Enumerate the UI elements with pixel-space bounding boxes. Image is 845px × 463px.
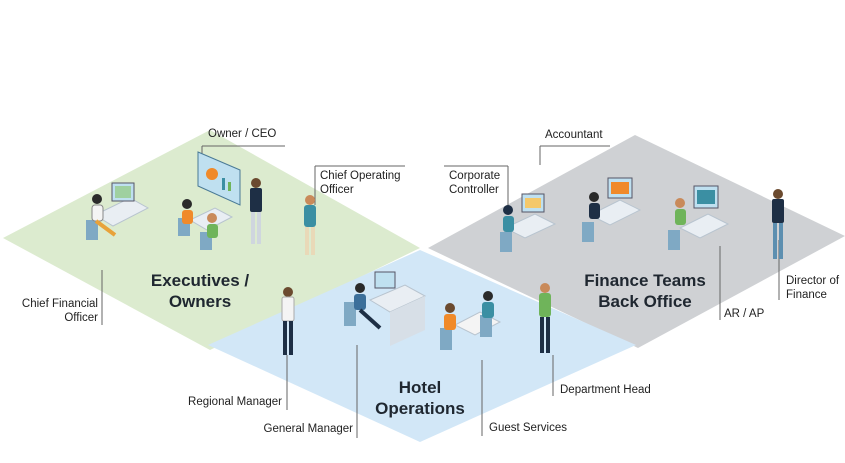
regional-manager-figure xyxy=(281,287,295,355)
owner-ceo-figure xyxy=(197,151,262,244)
guest-services-meeting xyxy=(440,291,502,350)
corporate-controller-workstation xyxy=(500,193,557,252)
finance-zone-title: Finance Teams Back Office xyxy=(584,271,706,311)
regional-manager-label: Regional Manager xyxy=(188,396,282,408)
cfo-label: Chief Financial Officer xyxy=(21,298,98,324)
coo-figure xyxy=(304,195,316,255)
hotel-zone-title: Hotel Operations xyxy=(375,378,465,418)
director-of-finance-label: Director of Finance xyxy=(786,275,840,301)
callout-lines xyxy=(101,145,780,438)
general-manager-workstation xyxy=(344,271,427,346)
finance-zone-floor xyxy=(428,135,845,348)
guest-services-label: Guest Services xyxy=(489,422,567,434)
hotel-zone-floor xyxy=(208,250,636,442)
cfo-workstation xyxy=(86,182,150,240)
general-manager-label: General Manager xyxy=(263,423,354,435)
executive-meeting-group xyxy=(178,199,234,250)
department-head-figure xyxy=(539,283,551,353)
owner-ceo-label: Owner / CEO xyxy=(208,128,277,140)
department-head-label: Department Head xyxy=(560,384,651,396)
coo-label: Chief Operating Officer xyxy=(320,170,401,196)
ar-ap-workstation xyxy=(668,185,730,250)
director-of-finance-figure xyxy=(772,189,784,259)
corporate-controller-label: Corporate Controller xyxy=(449,170,501,196)
executives-zone-title: Executives / Owners xyxy=(150,271,250,311)
ar-ap-label: AR / AP xyxy=(724,308,765,320)
accountant-label: Accountant xyxy=(545,129,603,141)
accountant-workstation xyxy=(582,177,642,242)
